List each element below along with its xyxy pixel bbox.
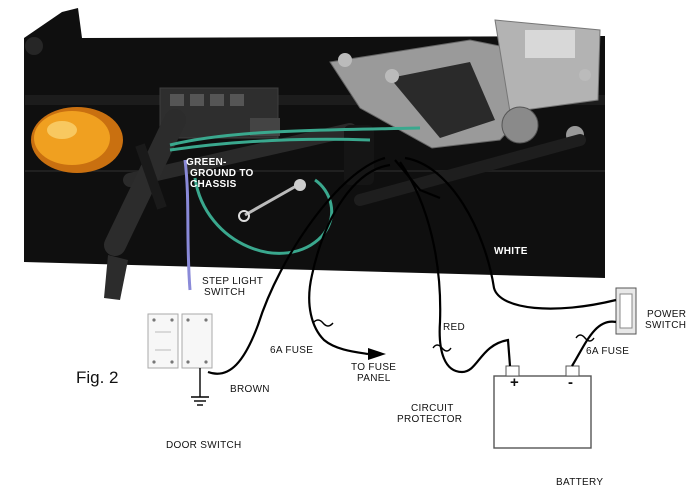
label-to-fuse-panel-1: TO FUSE: [351, 362, 397, 373]
black-wires: [207, 156, 617, 375]
battery-plus-terminal: +: [510, 374, 520, 391]
bolt-icon: [338, 53, 352, 67]
label-white-wire: WHITE: [494, 246, 528, 257]
ground-symbol-icon: [191, 368, 209, 406]
bolt-icon: [25, 37, 43, 55]
figure-caption: Fig. 2: [76, 368, 119, 387]
label-door-switch: DOOR SWITCH: [166, 440, 242, 451]
arrow-icon: [368, 348, 386, 360]
label-power-switch-2: SWITCH: [645, 320, 687, 331]
battery: [493, 365, 592, 449]
amber-marker-light: [31, 107, 123, 173]
bolt-icon: [385, 69, 399, 83]
fuse-marker: [312, 319, 595, 352]
door-switch: [147, 313, 213, 369]
label-power-switch-1: POWER: [647, 309, 687, 320]
ground-terminal: [238, 179, 306, 222]
label-brown-wire: BROWN: [230, 384, 270, 395]
blue-wire: [183, 159, 192, 291]
power-switch: [615, 287, 637, 335]
label-red-wire: RED: [443, 322, 466, 333]
capacitor: [344, 125, 374, 185]
label-circuit-protector-1: CIRCUIT: [411, 403, 454, 414]
label-green-ground-1: GREEN-: [186, 157, 227, 168]
label-green-ground-2: GROUND TO: [190, 168, 254, 179]
label-battery: BATTERY: [556, 477, 604, 488]
label-green-ground-3: CHASSIS: [190, 179, 237, 190]
label-fuse-left: 6A FUSE: [270, 345, 314, 356]
label-circuit-protector-2: PROTECTOR: [397, 414, 463, 425]
motor-mechanism: [329, 19, 601, 149]
label-fuse-right: 6A FUSE: [586, 346, 630, 357]
bolt-icon: [579, 69, 591, 81]
battery-minus-terminal: -: [568, 374, 574, 391]
label-to-fuse-panel-2: PANEL: [357, 373, 391, 384]
label-step-light-2: SWITCH: [204, 287, 246, 298]
label-step-light-1: STEP LIGHT: [202, 276, 264, 287]
